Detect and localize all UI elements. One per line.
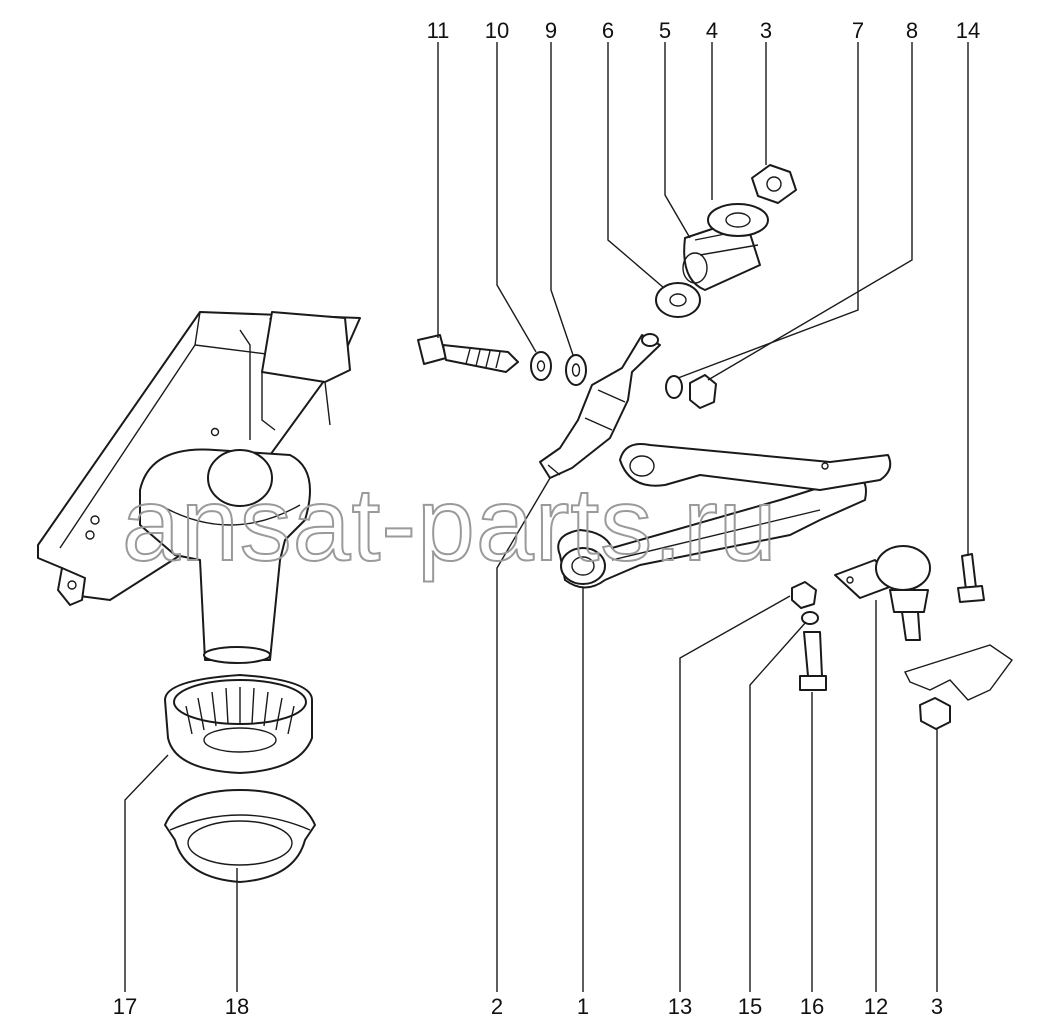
- bolt-16: [799, 631, 827, 691]
- spring-washer-7: [665, 375, 683, 399]
- bolt-14: [957, 553, 985, 603]
- washer-4: [707, 203, 769, 237]
- callout-17: 17: [113, 994, 137, 1019]
- callout-4: 4: [706, 18, 718, 43]
- callout-13: 13: [668, 994, 692, 1019]
- lower-arm-1: [557, 443, 892, 589]
- spring-seat-lower: [164, 789, 316, 883]
- washer-6: [655, 282, 701, 318]
- callout-6: 6: [602, 18, 614, 43]
- bolt-11: [417, 334, 519, 373]
- callout-5: 5: [659, 18, 671, 43]
- washer-9: [565, 354, 587, 386]
- callout-15: 15: [738, 994, 762, 1019]
- callout-numbers: 11 10 9 6 5 4 3 7 8 14 17 18 2 1 13 15 1…: [113, 18, 980, 1019]
- watermark-text: ansat-parts.ru: [122, 467, 778, 583]
- callout-12: 12: [864, 994, 888, 1019]
- washer-10: [530, 351, 552, 381]
- plate-shim: [904, 644, 1013, 701]
- nut-3-top: [751, 164, 797, 204]
- callout-14: 14: [956, 18, 980, 43]
- callout-3-top: 3: [760, 18, 772, 43]
- callout-7: 7: [852, 18, 864, 43]
- callout-8: 8: [906, 18, 918, 43]
- strut-top-mount: [139, 448, 311, 664]
- callout-2: 2: [491, 994, 503, 1019]
- ball-joint-12: [834, 545, 931, 641]
- callout-11: 11: [427, 18, 450, 43]
- nut-8: [689, 374, 717, 409]
- leader-lines: [124, 42, 969, 992]
- callout-1: 1: [577, 994, 589, 1019]
- callout-16: 16: [800, 994, 824, 1019]
- spring-seat-upper: [164, 674, 313, 774]
- callout-9: 9: [545, 18, 557, 43]
- callout-3-bottom: 3: [931, 994, 943, 1019]
- nut-13: [791, 581, 817, 609]
- callout-10: 10: [485, 18, 509, 43]
- washer-15: [801, 611, 819, 625]
- nut-3-bottom: [919, 697, 951, 730]
- callout-18: 18: [225, 994, 249, 1019]
